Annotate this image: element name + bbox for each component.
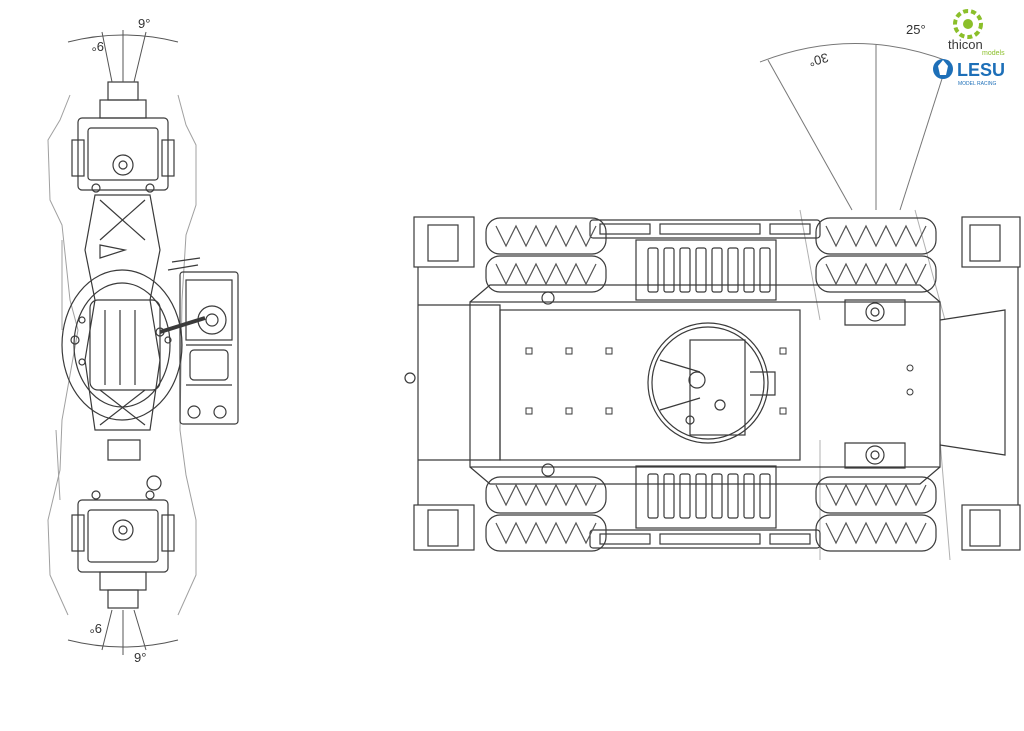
lesu-wordmark: LESU: [957, 60, 1005, 80]
tire-front-bottom: [485, 476, 607, 552]
tire-front-top: [485, 217, 607, 293]
thicon-logo: thicon models: [948, 9, 1005, 57]
chassis-inner-angle-label: 30°: [807, 50, 830, 70]
thicon-subtitle: models: [982, 50, 1005, 57]
fifth-wheel: [647, 322, 776, 444]
battery-tray-top: [589, 219, 821, 301]
lower-hub: [71, 490, 175, 609]
axle-top-left-angle-label: 9°: [92, 39, 104, 54]
thicon-wordmark: thicon: [948, 37, 983, 52]
frame-holes: [525, 347, 914, 415]
axle-housing: [61, 194, 183, 491]
lesu-subtitle: MODEL RACING: [958, 81, 997, 87]
tire-rear-bottom: [815, 476, 937, 552]
axle-bottom-left-angle-label: 9°: [90, 621, 102, 636]
chassis-outer-angle-label: 25°: [906, 22, 926, 37]
chassis-assembly: [404, 43, 1021, 561]
rear-suspension: [541, 291, 906, 477]
upper-hub: [71, 81, 175, 193]
wheel-sweep-outline: [47, 94, 197, 616]
lesu-logo: LESU MODEL RACING: [933, 59, 1005, 87]
axle-angle-arcs: [67, 30, 179, 655]
tire-rear-top: [815, 217, 937, 293]
steering-servo: [155, 257, 239, 425]
rear-bumper: [961, 216, 1021, 551]
front-bumper: [404, 216, 475, 551]
axle-bottom-right-angle-label: 9°: [134, 650, 146, 665]
axle-top-right-angle-label: 9°: [138, 16, 150, 31]
axle-assembly: [47, 30, 239, 655]
battery-tray-bottom: [589, 465, 821, 549]
main-frame: [418, 284, 1006, 485]
thicon-gear-icon: [953, 9, 983, 39]
